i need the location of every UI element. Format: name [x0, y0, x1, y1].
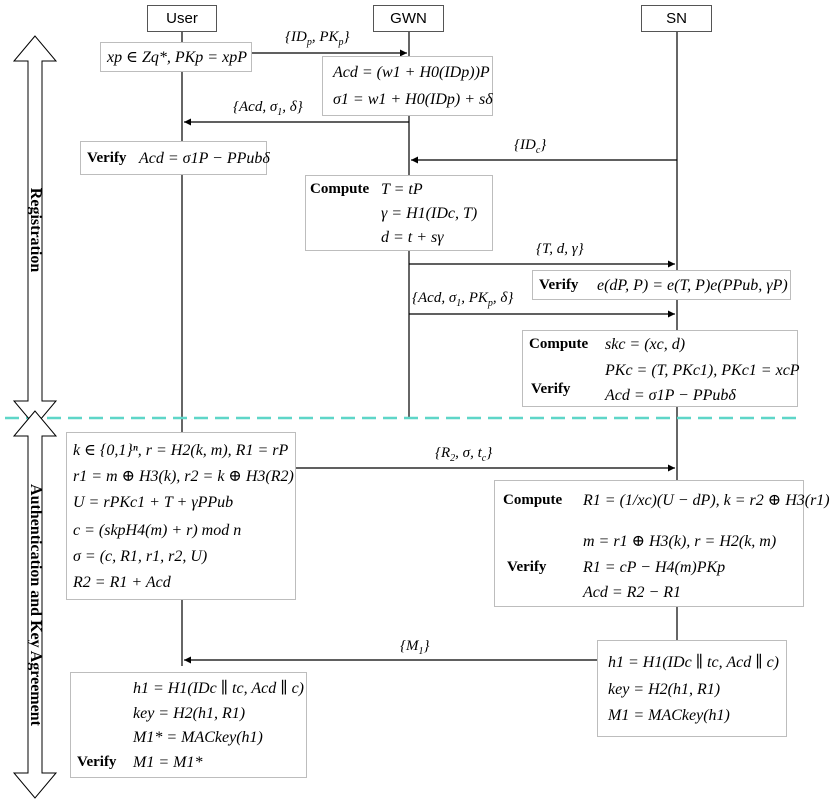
message-label-m5: {Acd, σ1, PKp, δ} — [412, 290, 514, 309]
user-auth-line6: R2 = R1 + Acd — [73, 574, 171, 591]
sn-auth-line1: R1 = (1/xc)(U − dP), k = r2 ⊕ H3(r1) — [583, 492, 830, 509]
message-label-m1: {IDp, PKp} — [285, 29, 350, 48]
sn-auth-line3: R1 = cP − H4(m)PKp — [583, 559, 726, 576]
user-key-line1: h1 = H1(IDc ∥ tc, Acd ∥ c) — [133, 680, 305, 697]
gwn-compute-keyword: Compute — [310, 181, 370, 197]
sn-compute-box: Compute skc = (xc, d) PKc = (T, PKc1), P… — [522, 330, 800, 407]
gwn-reg-line2: σ1 = w1 + H0(IDp) + sδ — [333, 91, 493, 108]
message-label-m3: {IDc} — [514, 137, 547, 156]
sn-auth-box: Compute R1 = (1/xc)(U − dP), k = r2 ⊕ H3… — [494, 480, 830, 607]
user-registration-box: xp ∈ Zq*, PKp = xpP — [100, 42, 252, 72]
sn-verify-box: Verify e(dP, P) = e(T, P)e(PPub, γP) — [532, 270, 791, 300]
sn-compute-verify-keyword: Verify — [531, 381, 571, 397]
user-key-line4: M1 = M1* — [133, 754, 203, 771]
user-verify-keyword: Verify — [87, 150, 127, 166]
gwn-registration-box: Acd = (w1 + H0(IDp))P σ1 = w1 + H0(IDp) … — [322, 56, 493, 116]
user-auth-line5: σ = (c, R1, r1, r2, U) — [73, 548, 208, 565]
sn-key-line3: M1 = MACkey(h1) — [608, 707, 730, 724]
phase-label-registration: Registration — [27, 187, 44, 273]
message-label-m6: {R2, σ, tc} — [435, 445, 493, 464]
user-auth-line3: U = rPKc1 + T + γPPub — [73, 494, 234, 511]
sn-auth-line4: Acd = R2 − R1 — [583, 584, 682, 601]
sn-auth-compute-keyword: Compute — [503, 492, 563, 508]
message-label-m2: {Acd, σ1, δ} — [233, 99, 303, 118]
phase-label-auth: Authentication and Key Agreement — [27, 484, 44, 726]
user-auth-box: k ∈ {0,1}ⁿ, r = H2(k, m), R1 = rP r1 = m… — [66, 432, 296, 600]
sn-verify-keyword: Verify — [539, 277, 579, 293]
gwn-compute-line1: T = tP — [381, 181, 423, 198]
auth-span-arrow — [12, 410, 58, 799]
sn-key-line2: key = H2(h1, R1) — [608, 681, 721, 698]
user-key-verify-keyword: Verify — [77, 754, 117, 770]
sn-auth-verify-keyword: Verify — [507, 559, 547, 575]
user-key-line3: M1* = MACkey(h1) — [133, 729, 263, 746]
user-verify-line1: Acd = σ1P − PPubδ — [139, 150, 270, 167]
sn-key-line1: h1 = H1(IDc ∥ tc, Acd ∥ c) — [608, 654, 780, 671]
sn-compute-keyword: Compute — [529, 336, 589, 352]
user-reg-line1: xp ∈ Zq*, PKp = xpP — [107, 49, 247, 66]
sn-compute-line3: Acd = σ1P − PPubδ — [605, 387, 736, 404]
gwn-compute-line2: γ = H1(IDc, T) — [381, 205, 478, 222]
user-auth-line1: k ∈ {0,1}ⁿ, r = H2(k, m), R1 = rP — [73, 442, 289, 459]
entity-gwn: GWN — [373, 5, 444, 32]
message-label-m4: {T, d, γ} — [536, 241, 584, 257]
gwn-compute-line3: d = t + sγ — [381, 229, 444, 246]
user-auth-line2: r1 = m ⊕ H3(k), r2 = k ⊕ H3(R2) — [73, 468, 294, 485]
user-verify-box: Verify Acd = σ1P − PPubδ — [80, 141, 270, 175]
sn-compute-line2: PKc = (T, PKc1), PKc1 = xcP — [605, 362, 800, 379]
sn-compute-line1: skc = (xc, d) — [605, 336, 686, 353]
user-key-line2: key = H2(h1, R1) — [133, 705, 246, 722]
user-key-box: h1 = H1(IDc ∥ tc, Acd ∥ c) key = H2(h1, … — [70, 672, 307, 778]
user-auth-line4: c = (skpH4(m) + r) mod n — [73, 522, 242, 539]
gwn-compute-box: Compute T = tP γ = H1(IDc, T) d = t + sγ — [305, 175, 493, 251]
sn-verify-line1: e(dP, P) = e(T, P)e(PPub, γP) — [597, 277, 788, 294]
sn-key-box: h1 = H1(IDc ∥ tc, Acd ∥ c) key = H2(h1, … — [597, 640, 787, 737]
gwn-reg-line1: Acd = (w1 + H0(IDp))P — [333, 64, 490, 81]
sn-auth-line2: m = r1 ⊕ H3(k), r = H2(k, m) — [583, 533, 777, 550]
message-label-m7: {M1} — [400, 638, 430, 657]
entity-user: User — [147, 5, 217, 32]
entity-sn: SN — [641, 5, 712, 32]
